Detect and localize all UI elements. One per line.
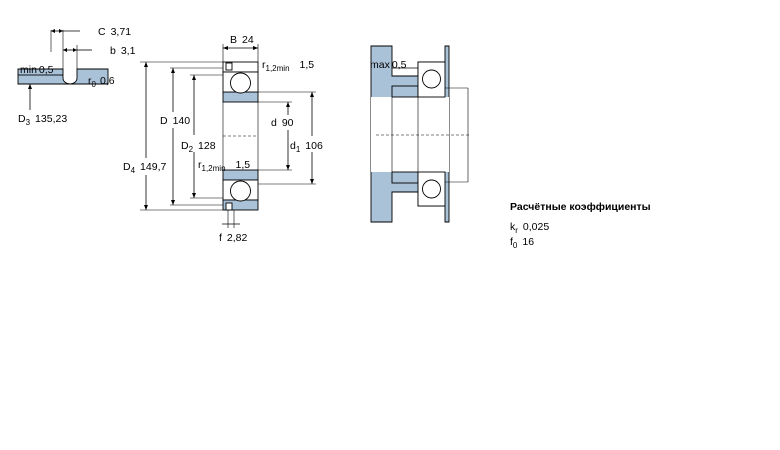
inner-ring-top — [222, 91, 259, 103]
inner-ring-bottom — [222, 169, 259, 181]
dim-d3-arrow — [28, 84, 32, 89]
dim-c-arrows — [51, 29, 63, 33]
shaft-top — [391, 85, 419, 98]
housing-bore-gap — [371, 97, 449, 172]
mount-ball-bottom — [422, 179, 441, 199]
shaft-bottom — [391, 171, 419, 184]
snap-ring-top — [225, 62, 233, 71]
dim-b-arrows — [63, 48, 77, 52]
snap-ring-bottom — [225, 202, 233, 211]
mount-ball-top — [422, 69, 441, 89]
ball-bottom — [230, 180, 251, 202]
coefficients-title: Расчётные коэффициенты — [510, 201, 651, 213]
groove-ring-body — [17, 68, 109, 85]
ball-top — [230, 72, 251, 94]
